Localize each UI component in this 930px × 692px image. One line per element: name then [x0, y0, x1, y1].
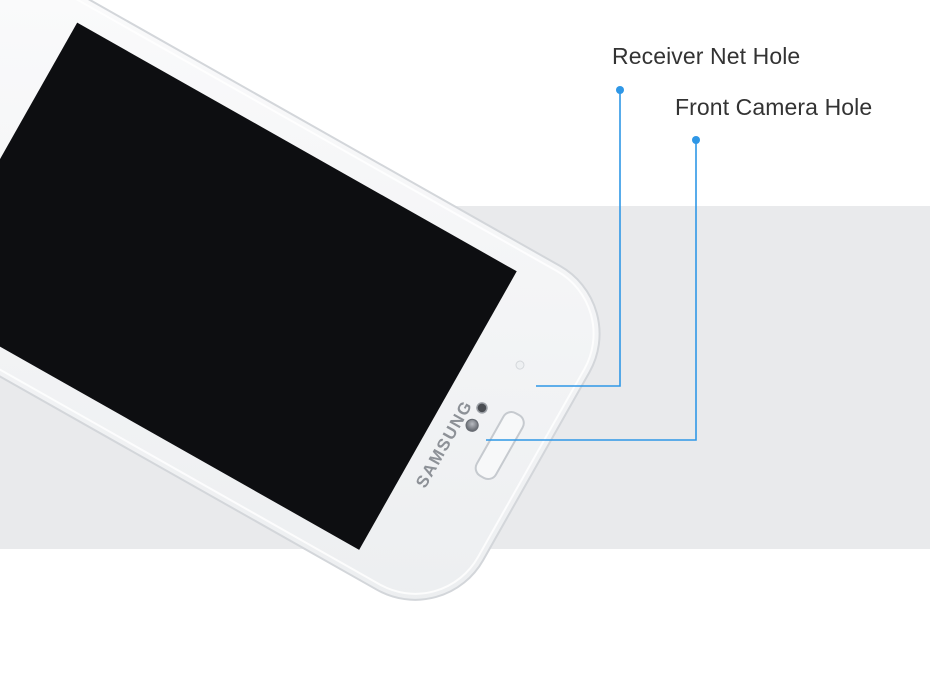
receiver-net-hole [476, 402, 488, 414]
front-camera-hole [465, 418, 479, 432]
camera-callout-line [486, 140, 697, 441]
receiver-callout-line [536, 90, 621, 387]
phone: SAMSUNG [0, 0, 620, 620]
phone-screen [0, 22, 517, 550]
phone-bezel-highlight [0, 0, 620, 620]
receiver-net-hole-label: Receiver Net Hole [612, 43, 801, 69]
camera-callout [486, 136, 700, 441]
receiver-callout [536, 86, 624, 387]
front-camera-hole-label: Front Camera Hole [675, 94, 873, 120]
sensor-dot [515, 360, 525, 370]
